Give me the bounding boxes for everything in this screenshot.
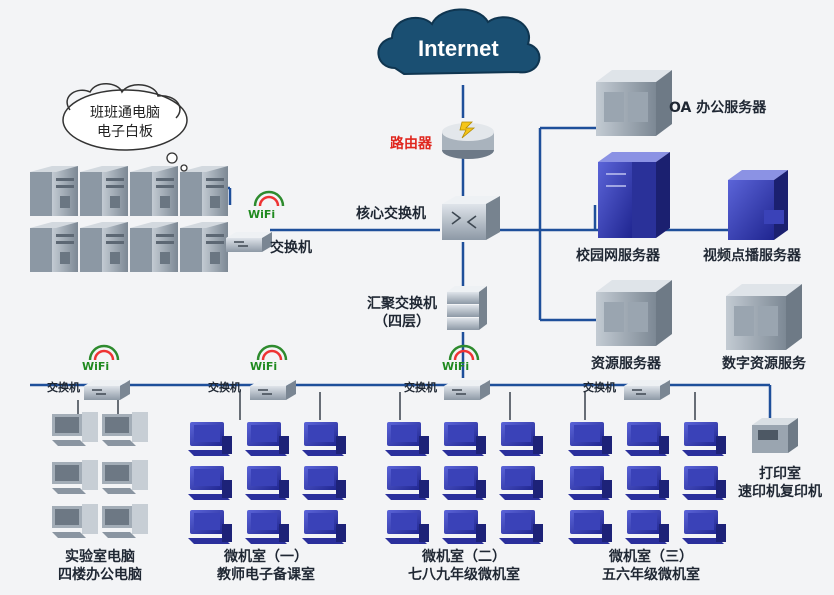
aggregation-switch-label: 汇聚交换机 （四层）: [360, 296, 444, 331]
print-room-line1: 打印室: [759, 466, 801, 482]
wifi-icon: [448, 344, 480, 361]
digital-resource-server-icon: [726, 284, 802, 350]
wifi-icon: [88, 344, 120, 361]
floor-switch-icon: [83, 379, 131, 401]
digital-resource-server-label: 数字资源服务: [722, 356, 806, 372]
room-label-line1: 实验室电脑: [65, 549, 135, 565]
floor-switch-icon: [623, 379, 671, 401]
router-icon: [442, 121, 494, 159]
core-switch-icon: [442, 196, 500, 240]
floor-switch-label: 交换机: [583, 381, 616, 394]
local-links: [77, 392, 696, 420]
computer-room-2-pcs: [385, 422, 543, 544]
room-label-line2: 教师电子备课室: [217, 566, 315, 583]
classroom-switch-icon: [225, 231, 273, 253]
floor-switch-icon: [443, 379, 491, 401]
computer-room-3-pcs: [568, 422, 726, 544]
room-label-line1: 微机室（二）: [422, 549, 506, 565]
router-label: 路由器: [390, 136, 432, 152]
aggregation-switch-label-line2: （四层）: [374, 313, 430, 330]
campus-server-label: 校园网服务器: [576, 248, 660, 264]
room-label-line1: 微机室（一）: [224, 549, 308, 565]
video-server-icon: [728, 170, 788, 240]
wifi-label: WiFi: [250, 360, 278, 373]
room-label-room2: 微机室（二） 七八九年级微机室: [384, 549, 544, 584]
lab-pcs: [52, 412, 148, 538]
classroom-switch-label: 交换机: [270, 240, 312, 256]
print-room-label: 打印室 速印机复印机: [730, 466, 830, 501]
room-label-line1: 微机室（三）: [609, 549, 693, 565]
wifi-label: WiFi: [82, 360, 110, 373]
resource-server-icon: [596, 280, 672, 346]
resource-server-label: 资源服务器: [591, 356, 661, 372]
bubble-line1: 班班通电脑: [90, 105, 160, 121]
print-room-line2: 速印机复印机: [738, 483, 822, 500]
video-server-label: 视频点播服务器: [703, 248, 801, 264]
wifi-icon: [253, 190, 285, 207]
room-label-room3: 微机室（三） 五六年级微机室: [576, 549, 726, 584]
bubble-line2: 电子白板: [97, 123, 153, 140]
room-label-line2: 七八九年级微机室: [408, 566, 520, 583]
wifi-label: WiFi: [248, 208, 276, 221]
classroom-pcs: [30, 166, 228, 272]
oa-server-label: OA 办公服务器: [669, 100, 767, 116]
wifi-icon: [256, 344, 288, 361]
computer-room-1-pcs: [188, 422, 346, 544]
oa-server-icon: [596, 70, 672, 136]
printer-icon: [752, 418, 798, 453]
aggregation-switch-label-line1: 汇聚交换机: [367, 296, 437, 312]
floor-switch-label: 交换机: [47, 381, 80, 394]
bubble-text: 班班通电脑 电子白板: [80, 104, 170, 142]
room-label-lab: 实验室电脑 四楼办公电脑: [40, 549, 160, 584]
campus-server-icon: [598, 152, 670, 238]
aggregation-switch-icon: [447, 286, 487, 330]
wifi-label: WiFi: [442, 360, 470, 373]
room-label-line2: 四楼办公电脑: [58, 566, 142, 583]
floor-switch-label: 交换机: [208, 381, 241, 394]
room-label-line2: 五六年级微机室: [602, 566, 700, 583]
internet-label: Internet: [418, 36, 499, 61]
floor-switch-icon: [249, 379, 297, 401]
thought-bubble-icon: [62, 83, 188, 172]
internet-cloud-icon: [377, 8, 541, 76]
core-switch-label: 核心交换机: [356, 206, 426, 222]
floor-switch-label: 交换机: [404, 381, 437, 394]
room-label-room1: 微机室（一） 教师电子备课室: [196, 549, 336, 584]
